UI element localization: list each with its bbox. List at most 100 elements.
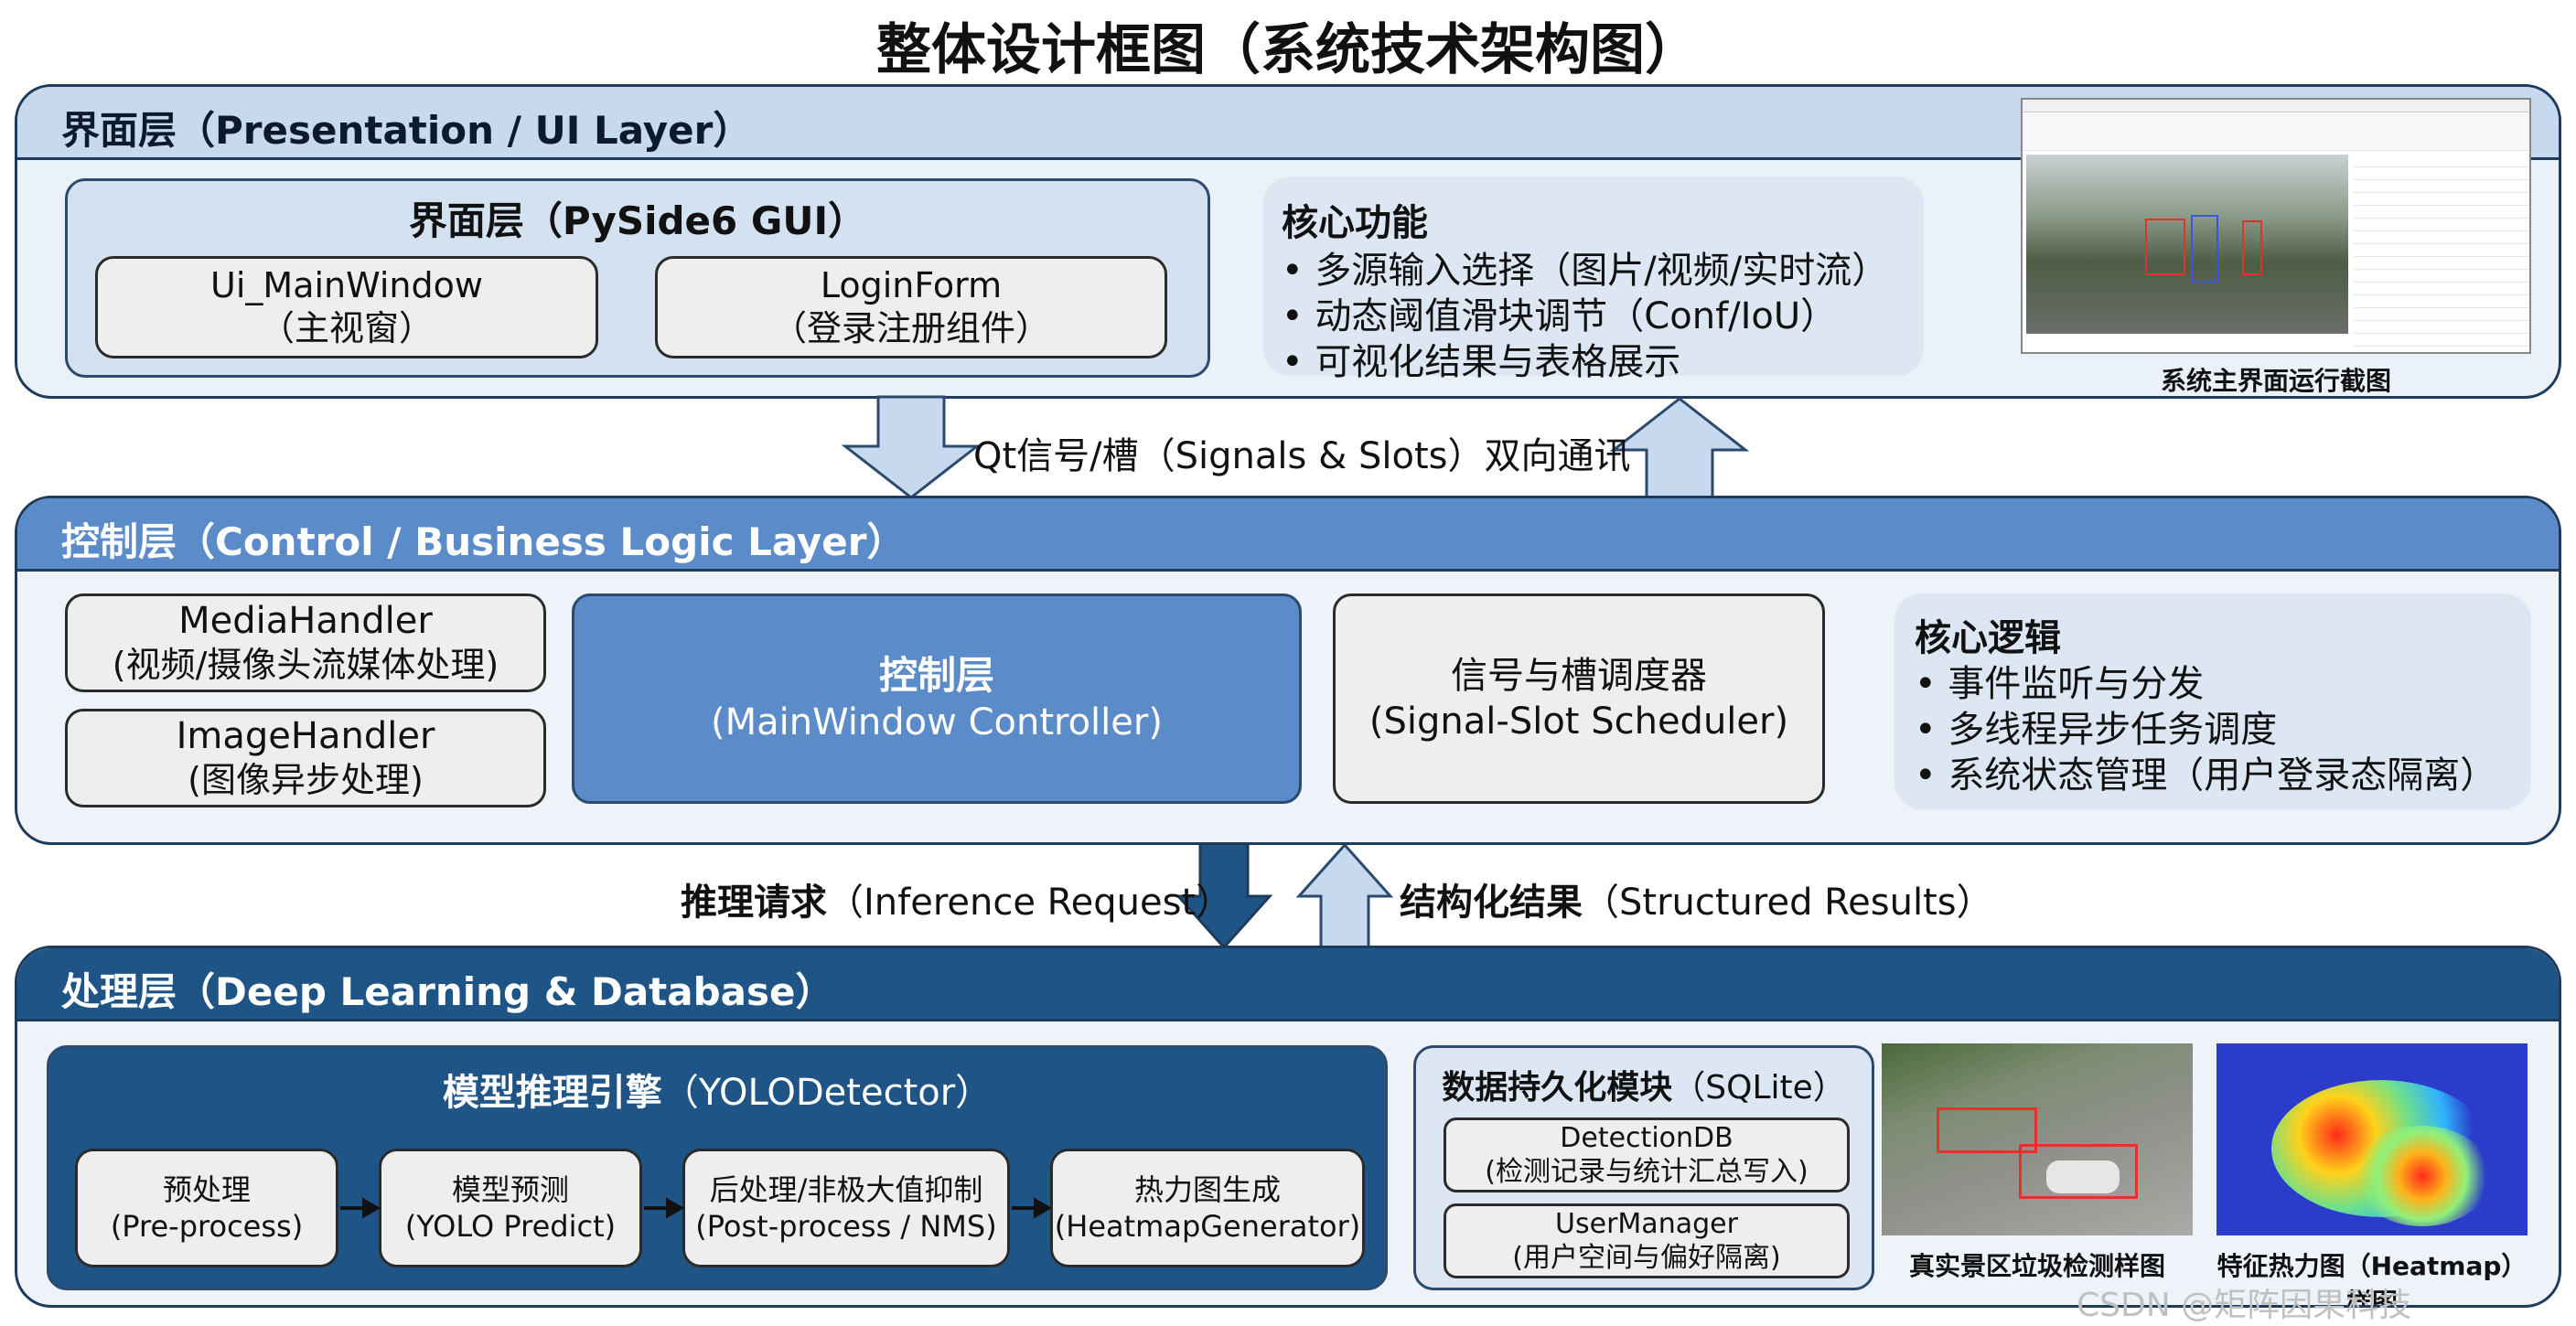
watermark: CSDN @矩阵因果科技 bbox=[2077, 1287, 2412, 1324]
results-label: 结构化结果（Structured Results） bbox=[1400, 872, 1993, 925]
core-functions-title: 核心功能 bbox=[1282, 202, 1428, 244]
step-desc: (Pre-process) bbox=[110, 1209, 304, 1244]
media-handler-desc: (视频/摄像头流媒体处理) bbox=[112, 645, 499, 686]
detection-box bbox=[2191, 215, 2218, 283]
screenshot-table bbox=[2354, 155, 2529, 347]
main-controller-box: 控制层 (MainWindow Controller) bbox=[572, 593, 1302, 804]
control-layer-header: 控制层（Control / Business Logic Layer） bbox=[17, 498, 2559, 572]
detection-box bbox=[2242, 220, 2262, 275]
engine-title-rest: （YOLODetector） bbox=[661, 1072, 993, 1114]
ui-layer-title: 界面层（Presentation / UI Layer） bbox=[61, 108, 752, 153]
scheduler-box: 信号与槽调度器 (Signal-Slot Scheduler) bbox=[1333, 593, 1825, 804]
engine-title-bold: 模型推理引擎 bbox=[442, 1072, 662, 1114]
core-function-item: 可视化结果与表格展示 bbox=[1282, 339, 1905, 385]
processing-layer-header: 处理层（Deep Learning & Database） bbox=[17, 948, 2559, 1021]
inference-label-rest: （Inference Request） bbox=[827, 882, 1233, 924]
user-manager-box: UserManager (用户空间与偏好隔离) bbox=[1444, 1203, 1850, 1278]
scheduler-desc: (Signal-Slot Scheduler) bbox=[1368, 700, 1789, 743]
ui-layer: 界面层（Presentation / UI Layer） 界面层（PySide6… bbox=[15, 84, 2561, 399]
core-function-item: 动态阈值滑块调节（Conf/IoU） bbox=[1282, 294, 1905, 339]
inference-label: 推理请求（Inference Request） bbox=[681, 872, 1232, 925]
media-handler-name: MediaHandler bbox=[178, 600, 433, 643]
heatmap-blob bbox=[2354, 1126, 2491, 1226]
persistence-title: 数据持久化模块（SQLite） bbox=[1416, 1061, 1872, 1108]
step-desc: (YOLO Predict) bbox=[404, 1209, 617, 1244]
pipeline-step-preprocess: 预处理 (Pre-process) bbox=[75, 1149, 338, 1267]
core-logic-item: 系统状态管理（用户登录态隔离） bbox=[1915, 753, 2511, 798]
processing-layer-title: 处理层（Deep Learning & Database） bbox=[61, 969, 834, 1014]
main-controller-desc: (MainWindow Controller) bbox=[711, 701, 1163, 744]
inference-arrow-icon bbox=[1175, 841, 1273, 950]
media-handler-box: MediaHandler (视频/摄像头流媒体处理) bbox=[65, 593, 546, 692]
detection-box bbox=[1937, 1107, 2037, 1153]
core-logic-title: 核心逻辑 bbox=[1915, 617, 2061, 659]
trash-pile bbox=[2046, 1160, 2120, 1193]
gui-panel-title: 界面层（PySide6 GUI） bbox=[408, 198, 867, 243]
core-logic-item: 事件监听与分发 bbox=[1915, 661, 2511, 707]
scheduler-name: 信号与槽调度器 bbox=[1451, 655, 1707, 697]
results-arrow-icon bbox=[1295, 842, 1394, 949]
image-handler-name: ImageHandler bbox=[176, 715, 435, 758]
engine-title: 模型推理引擎（YOLODetector） bbox=[49, 1063, 1385, 1116]
screenshot-titlebar bbox=[2023, 100, 2529, 112]
pipeline-arrows bbox=[340, 1197, 1053, 1219]
signal-arrow-label: Qt信号/槽（Signals & Slots）双向通讯 bbox=[973, 435, 1631, 477]
pipeline-arrowhead-icon bbox=[1034, 1197, 1053, 1219]
control-layer: 控制层（Control / Business Logic Layer） Medi… bbox=[15, 496, 2561, 845]
core-functions-panel: 核心功能 多源输入选择（图片/视频/实时流） 动态阈值滑块调节（Conf/IoU… bbox=[1263, 176, 1924, 383]
processing-layer: 处理层（Deep Learning & Database） 模型推理引擎（YOL… bbox=[15, 946, 2561, 1308]
control-layer-title: 控制层（Control / Business Logic Layer） bbox=[61, 519, 906, 564]
detection-box bbox=[2019, 1144, 2138, 1199]
detection-sample-image bbox=[1882, 1043, 2193, 1235]
login-form-name: LoginForm bbox=[820, 264, 1003, 305]
login-form-box: LoginForm （登录注册组件） bbox=[655, 256, 1167, 358]
main-window-box: Ui_MainWindow （主视窗） bbox=[95, 256, 598, 358]
image-handler-desc: (图像异步处理) bbox=[188, 760, 424, 801]
detection-db-desc: (检测记录与统计汇总写入) bbox=[1485, 1156, 1809, 1188]
step-desc: (HeatmapGenerator) bbox=[1054, 1209, 1361, 1244]
user-manager-name: UserManager bbox=[1555, 1207, 1738, 1240]
detection-db-name: DetectionDB bbox=[1560, 1121, 1733, 1154]
core-functions-list: 多源输入选择（图片/视频/实时流） 动态阈值滑块调节（Conf/IoU） 可视化… bbox=[1282, 248, 1905, 385]
persistence-panel: 数据持久化模块（SQLite） DetectionDB (检测记录与统计汇总写入… bbox=[1413, 1045, 1874, 1290]
core-function-item: 多源输入选择（图片/视频/实时流） bbox=[1282, 248, 1905, 294]
step-name: 预处理 bbox=[162, 1172, 251, 1207]
persistence-title-bold: 数据持久化模块 bbox=[1442, 1069, 1673, 1107]
detection-sample-caption: 真实景区垃圾检测样图 bbox=[1908, 1251, 2165, 1281]
pipeline-step-predict: 模型预测 (YOLO Predict) bbox=[379, 1149, 642, 1267]
pipeline-step-heatmap: 热力图生成 (HeatmapGenerator) bbox=[1050, 1149, 1365, 1267]
screenshot-video-frame bbox=[2026, 155, 2348, 334]
step-name: 热力图生成 bbox=[1133, 1172, 1281, 1207]
inference-engine-panel: 模型推理引擎（YOLODetector） 预处理 (Pre-process) 模… bbox=[47, 1045, 1388, 1290]
detection-box bbox=[2145, 219, 2185, 275]
gui-panel: 界面层（PySide6 GUI） Ui_MainWindow （主视窗） Log… bbox=[65, 178, 1210, 378]
main-window-desc: （主视窗） bbox=[259, 308, 434, 348]
core-logic-item: 多线程异步任务调度 bbox=[1915, 707, 2511, 753]
user-manager-desc: (用户空间与偏好隔离) bbox=[1512, 1242, 1781, 1274]
down-arrow-icon bbox=[841, 395, 982, 499]
gui-screenshot bbox=[2021, 98, 2531, 354]
inference-label-bold: 推理请求 bbox=[681, 882, 827, 924]
step-name: 模型预测 bbox=[451, 1172, 569, 1207]
core-logic-list: 事件监听与分发 多线程异步任务调度 系统状态管理（用户登录态隔离） bbox=[1915, 661, 2511, 798]
main-window-name: Ui_MainWindow bbox=[210, 264, 483, 305]
login-form-desc: （登录注册组件） bbox=[771, 308, 1050, 348]
core-logic-panel: 核心逻辑 事件监听与分发 多线程异步任务调度 系统状态管理（用户登录态隔离） bbox=[1894, 593, 2531, 809]
page-title: 整体设计框图（系统技术架构图） bbox=[876, 18, 1700, 82]
screenshot-toolbar bbox=[2023, 114, 2529, 151]
persistence-title-rest: （SQLite） bbox=[1672, 1069, 1846, 1107]
results-label-rest: （Structured Results） bbox=[1583, 882, 1993, 924]
step-desc: (Post-process / NMS) bbox=[695, 1209, 997, 1244]
results-label-bold: 结构化结果 bbox=[1400, 882, 1583, 924]
image-handler-box: ImageHandler (图像异步处理) bbox=[65, 709, 546, 807]
step-name: 后处理/非极大值抑制 bbox=[709, 1172, 983, 1207]
pipeline-arrowhead-icon bbox=[362, 1197, 381, 1219]
pipeline-arrowhead-icon bbox=[666, 1197, 685, 1219]
heatmap-sample-image bbox=[2216, 1043, 2528, 1235]
up-arrow-icon bbox=[1609, 397, 1750, 499]
detection-db-box: DetectionDB (检测记录与统计汇总写入) bbox=[1444, 1117, 1850, 1192]
main-controller-name: 控制层 bbox=[878, 652, 994, 698]
screenshot-caption: 系统主界面运行截图 bbox=[2160, 366, 2391, 396]
heatmap-sample-caption: 特征热力图（Heatmap）样图 bbox=[2216, 1251, 2528, 1308]
